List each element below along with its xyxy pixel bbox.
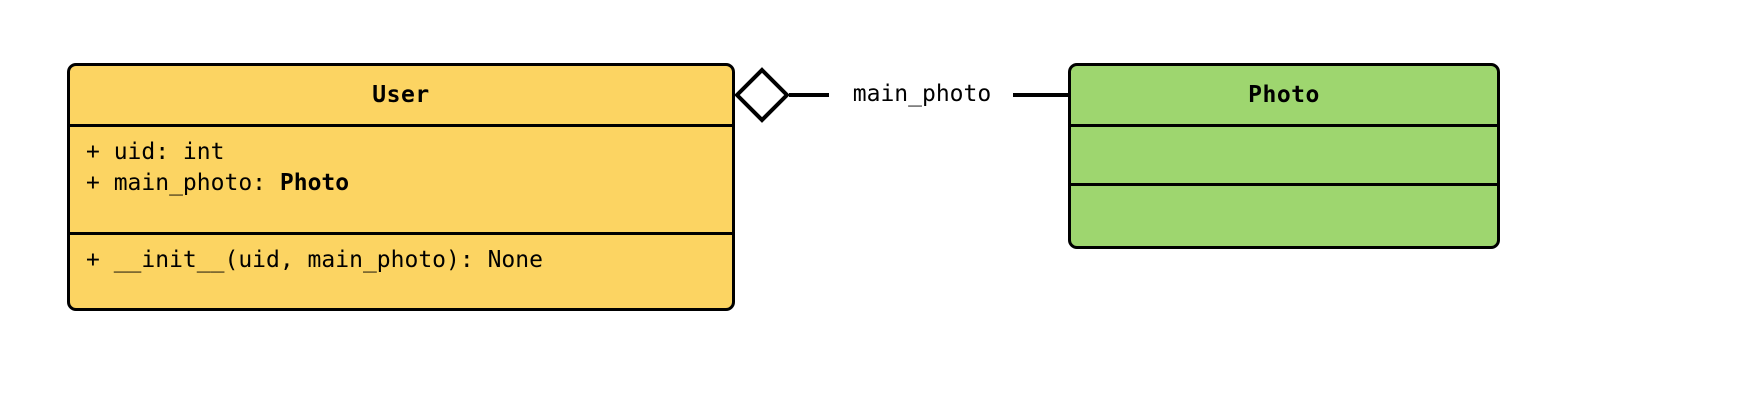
- aggregation-diamond-icon: [733, 66, 791, 124]
- class-title-user: User: [372, 82, 430, 108]
- class-box-photo[interactable]: Photo: [1068, 63, 1500, 249]
- class-attributes-user: + uid: int + main_photo: Photo: [70, 124, 732, 232]
- association-line-left-segment: [789, 93, 829, 97]
- class-methods-photo: [1071, 183, 1497, 243]
- attribute-text: + uid: int: [86, 139, 225, 165]
- class-methods-user: + __init__(uid, main_photo): None: [70, 232, 732, 308]
- class-title-photo: Photo: [1248, 82, 1320, 108]
- class-box-user[interactable]: User + uid: int + main_photo: Photo + __…: [67, 63, 735, 311]
- association-role-label: main_photo: [829, 80, 1015, 108]
- attribute-type-ref: Photo: [279, 170, 350, 196]
- attribute-text: + main_photo:: [86, 170, 280, 196]
- attribute-row: + uid: int: [86, 137, 716, 168]
- association-line-right-segment: [1013, 93, 1070, 97]
- attribute-row: + main_photo: Photo: [86, 168, 716, 199]
- method-row: + __init__(uid, main_photo): None: [86, 247, 543, 273]
- class-attributes-photo: [1071, 124, 1497, 183]
